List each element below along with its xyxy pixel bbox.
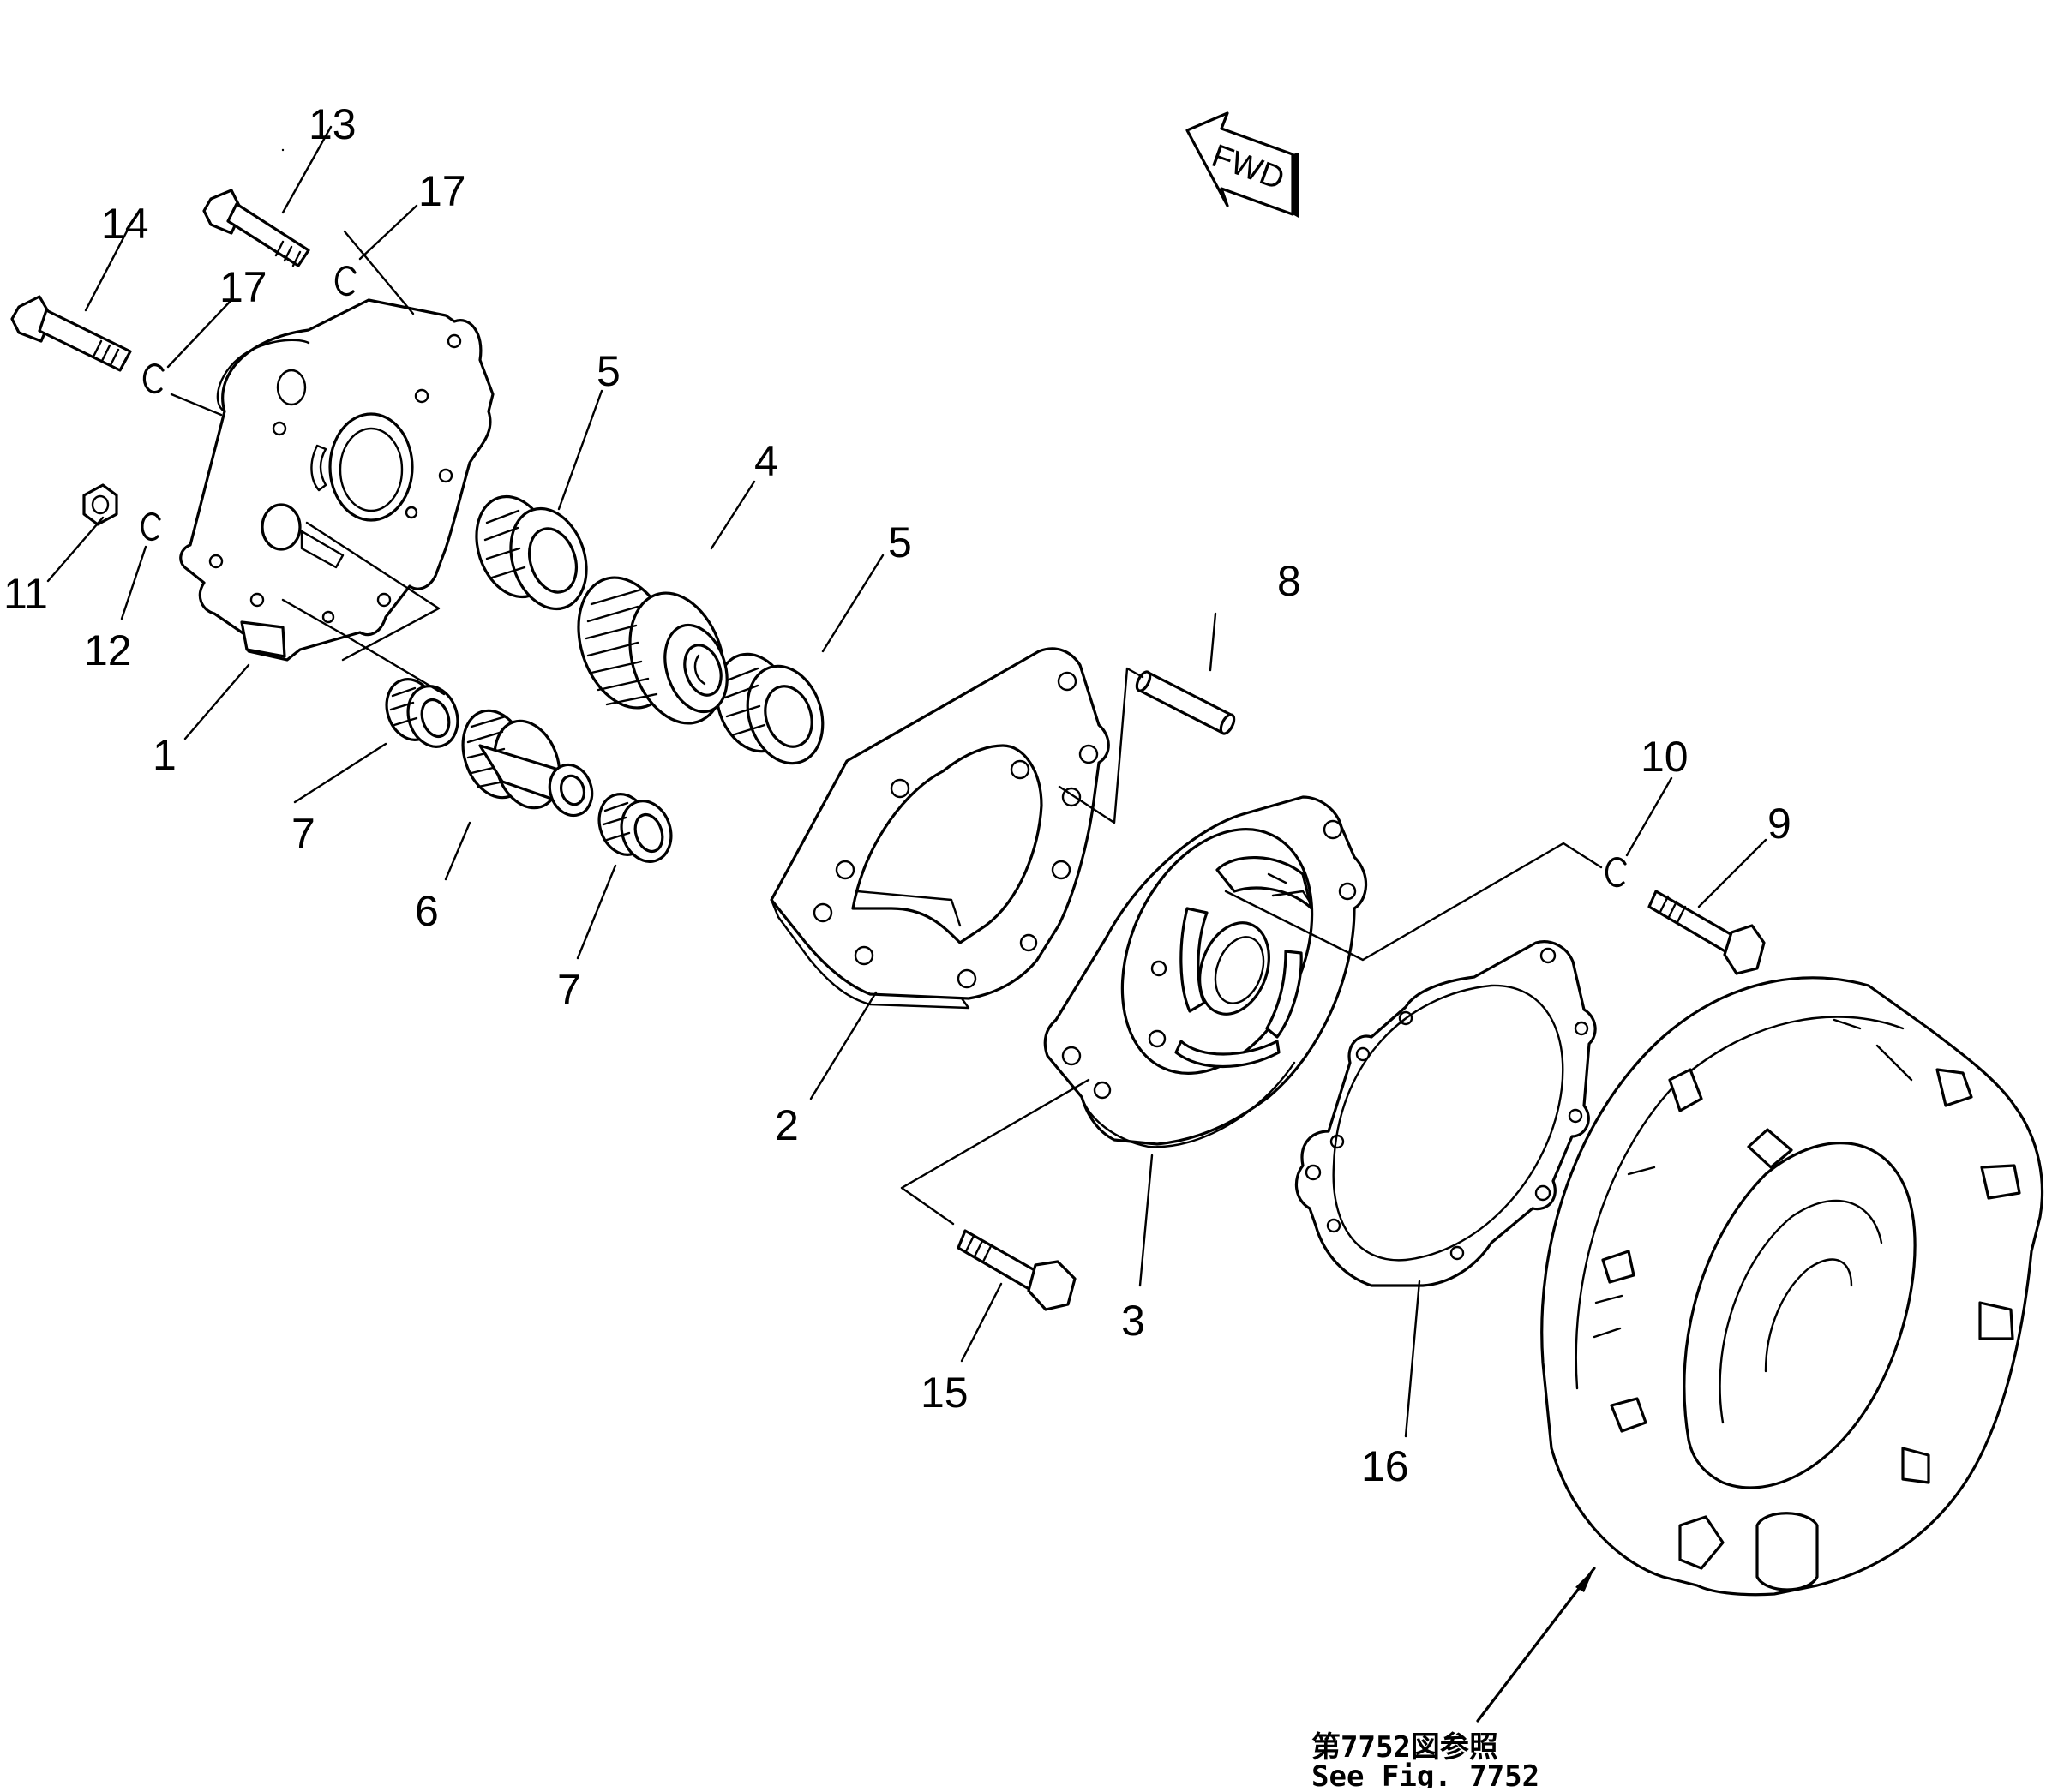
reference-note-en: See Fig. 7752 [1311,1759,1539,1788]
pump-case-1 [179,298,495,662]
needle-bearing-7-lower [597,793,673,863]
washer-17-upper [334,266,357,297]
washer-10 [1605,857,1627,888]
label-part-12: 11 [3,570,48,618]
label-part-2: 2 [775,1101,799,1149]
drive-gear-4 [577,576,729,725]
label-part-7-lower: 7 [557,966,581,1014]
label-part-7-upper: 7 [291,810,315,858]
label-part-8: 8 [1277,557,1301,605]
label-part-3: 3 [1121,1297,1145,1345]
driven-gear-6 [461,709,594,818]
gasket-14 [1294,940,1597,1287]
label-part-4: 4 [754,437,778,485]
torque-converter-housing [1540,976,2044,1597]
label-part-17-upper: 17 [418,167,466,215]
dowel-pin-8 [1135,670,1236,735]
label-part-15: 13 [309,100,357,148]
bolt-16 [10,295,132,372]
label-part-5-upper: 5 [597,347,621,395]
bolt-11 [957,1229,1077,1311]
bolt-15 [202,189,310,267]
label-part-13: 12 [84,626,132,674]
label-part-11: 15 [921,1369,969,1417]
label-part-14: 16 [1361,1442,1409,1490]
bearing-5-lower [715,652,825,765]
label-part-6: 6 [415,887,439,935]
pump-cover-3 [1043,795,1368,1148]
label-part-17-lower: 17 [219,263,267,311]
label-part-1: 1 [153,731,177,779]
bolt-9 [1647,890,1766,975]
label-part-10: 10 [1641,733,1689,781]
fwd-arrow-icon: FWD [1185,111,1299,218]
label-part-5-lower: 5 [888,518,912,566]
label-part-9: 9 [1767,800,1791,848]
washer-13 [141,512,161,542]
label-part-16: 14 [101,200,149,248]
nut-12 [82,483,118,526]
leader-lines [46,125,1767,1723]
bearing-5-upper [475,494,588,611]
needle-bearing-7-upper [385,678,459,748]
reference-note-jp: 第7752図参照 [1311,1730,1498,1765]
plate-2 [770,647,1110,1010]
washer-17-lower [142,363,165,394]
